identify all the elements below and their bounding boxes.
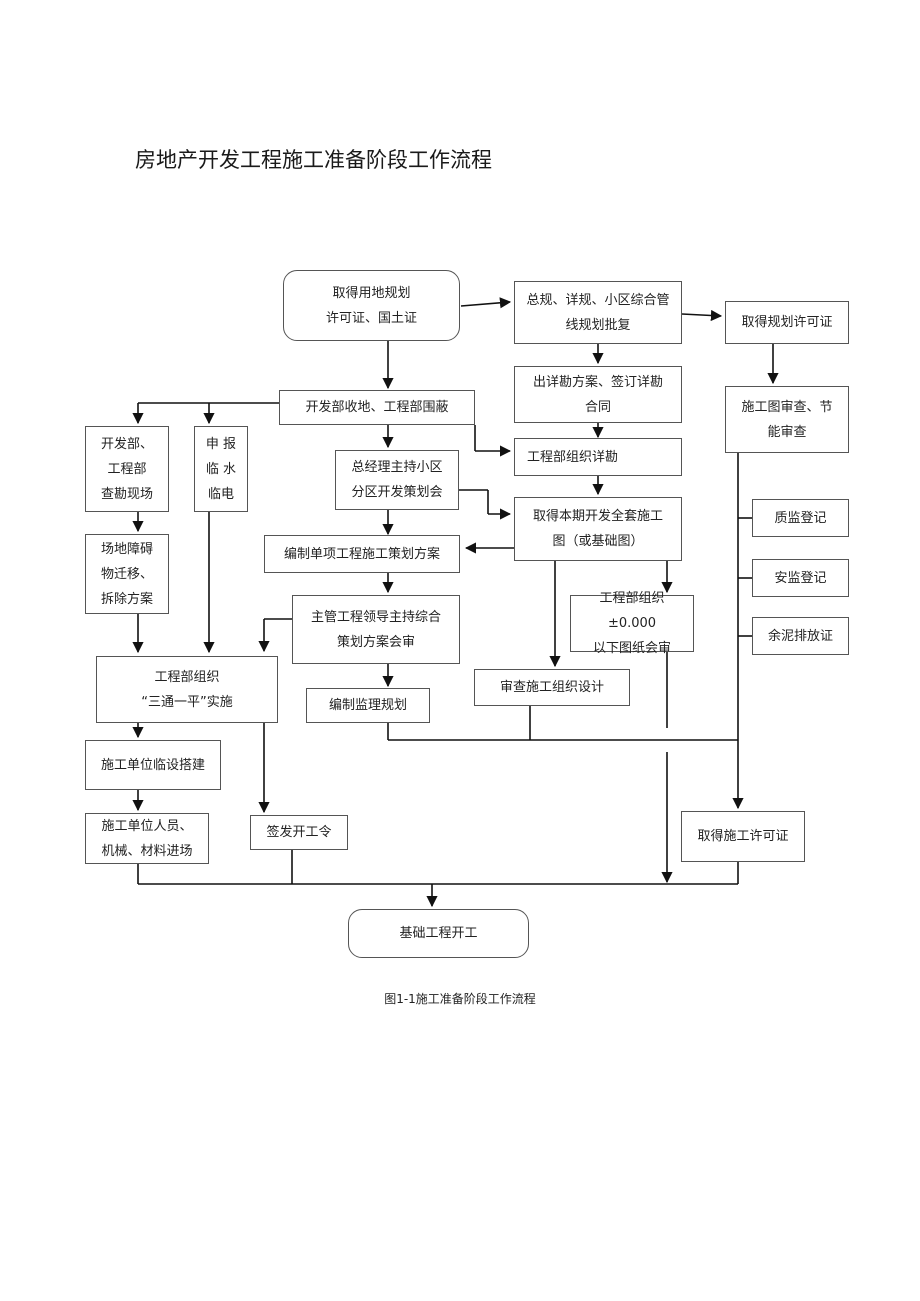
node-land-acquire: 开发部收地、工程部围蔽	[279, 390, 475, 425]
node-survey-plan: 出详勘方案、签订详勘 合同	[514, 366, 682, 423]
figure-caption: 图1-1施工准备阶段工作流程	[384, 992, 536, 1006]
node-land-permit: 取得用地规划 许可证、国土证	[283, 270, 460, 341]
node-personnel-entry: 施工单位人员、 机械、材料进场	[85, 813, 209, 864]
node-safety-reg: 安监登记	[752, 559, 849, 597]
node-drawing-review: 工程部组织±0.000 以下图纸会审	[570, 591, 694, 656]
node-start-order: 签发开工令	[250, 815, 348, 850]
node-supervision-plan: 编制监理规划	[306, 688, 430, 723]
node-plan-permit: 取得规划许可证	[725, 301, 849, 344]
page-title: 房地产开发工程施工准备阶段工作流程	[135, 148, 492, 172]
node-leader-review: 主管工程领导主持综合 策划方案会审	[292, 595, 460, 664]
node-build-permit: 取得施工许可证	[681, 811, 805, 862]
node-quality-reg: 质监登记	[752, 499, 849, 537]
node-mud-permit: 余泥排放证	[752, 617, 849, 655]
node-survey-org: 工程部组织详勘	[514, 438, 682, 476]
node-temp-facilities: 施工单位临设搭建	[85, 740, 221, 790]
node-foundation-start: 基础工程开工	[348, 909, 529, 958]
node-utilities-apply: 申 报 临 水 临电	[194, 426, 248, 512]
node-full-drawings: 取得本期开发全套施工 图（或基础图）	[514, 497, 682, 561]
node-site-survey: 开发部、 工程部 查勘现场	[85, 426, 169, 512]
node-single-plan: 编制单项工程施工策划方案	[264, 535, 460, 573]
node-obstacle-removal: 场地障碍 物迁移、 拆除方案	[85, 534, 169, 614]
node-gm-meeting: 总经理主持小区 分区开发策划会	[335, 450, 459, 510]
node-master-plan: 总规、详规、小区综合管 线规划批复	[514, 281, 682, 344]
node-org-design-review: 审查施工组织设计	[474, 669, 630, 706]
node-construction-review: 施工图审查、节 能审查	[725, 386, 849, 453]
node-three-one: 工程部组织 “三通一平”实施	[96, 656, 278, 723]
